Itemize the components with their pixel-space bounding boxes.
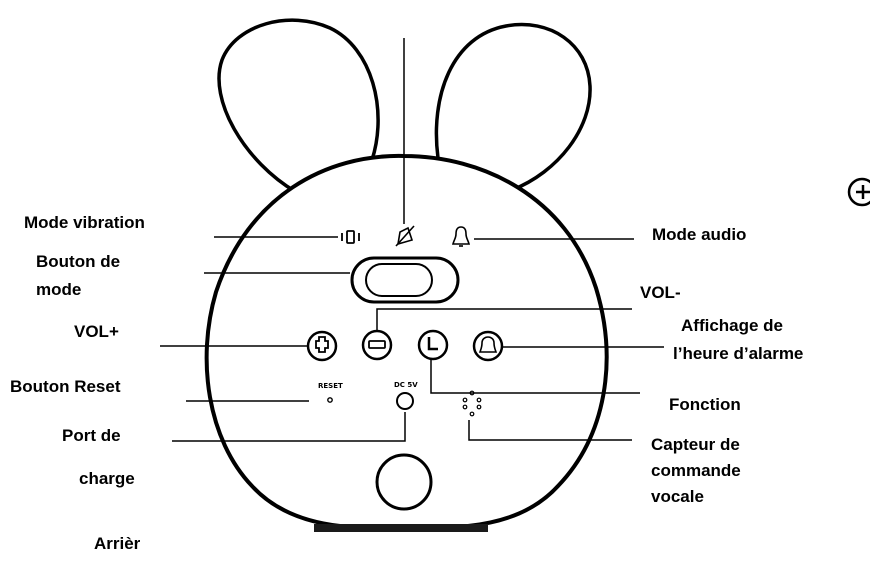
left-ear <box>217 18 380 194</box>
label-vol-plus: VOL+ <box>74 322 119 341</box>
vibration-icon <box>341 230 360 244</box>
line-port-charge <box>172 412 406 442</box>
label-vol-minus: VOL- <box>640 283 681 302</box>
label-bouton-mode-line2: mode <box>36 280 82 299</box>
label-mode-vibration: Mode vibration <box>24 213 145 232</box>
label-affichage-line2: l’heure d’alarme <box>673 344 804 363</box>
label-port-charge-line2: charge <box>79 469 135 488</box>
reset-hole[interactable] <box>327 397 333 403</box>
bottom-speaker <box>375 453 433 511</box>
device-body <box>204 153 609 528</box>
reset-marking: RESET <box>318 382 343 390</box>
label-arriere: Arrièr <box>94 534 141 553</box>
device-base <box>314 524 488 532</box>
label-fonction: Fonction <box>669 395 741 414</box>
label-capteur-line2: commande <box>651 461 741 480</box>
label-affichage-line1: Affichage de <box>681 316 784 335</box>
label-capteur-line1: Capteur de <box>651 435 740 454</box>
dc-marking: DC 5V <box>394 381 418 389</box>
right-ear <box>434 22 592 192</box>
line-fonction <box>430 359 640 394</box>
bell-icon <box>451 226 471 247</box>
label-bouton-reset: Bouton Reset <box>10 377 121 396</box>
label-capteur-line3: vocale <box>651 487 704 506</box>
label-mode-audio: Mode audio <box>652 225 747 244</box>
mute-icon <box>395 225 415 247</box>
dc-port[interactable] <box>396 392 414 410</box>
function-button[interactable] <box>417 329 449 361</box>
label-port-charge-line1: Port de <box>62 426 121 445</box>
alarm-display-button[interactable] <box>472 330 504 362</box>
label-bouton-mode-line1: Bouton de <box>36 252 121 271</box>
line-vol-minus <box>376 308 632 330</box>
partial-plus-icon <box>847 177 870 207</box>
line-capteur <box>468 420 632 441</box>
mode-slider[interactable] <box>350 256 460 304</box>
vol-minus-button[interactable] <box>361 329 393 361</box>
